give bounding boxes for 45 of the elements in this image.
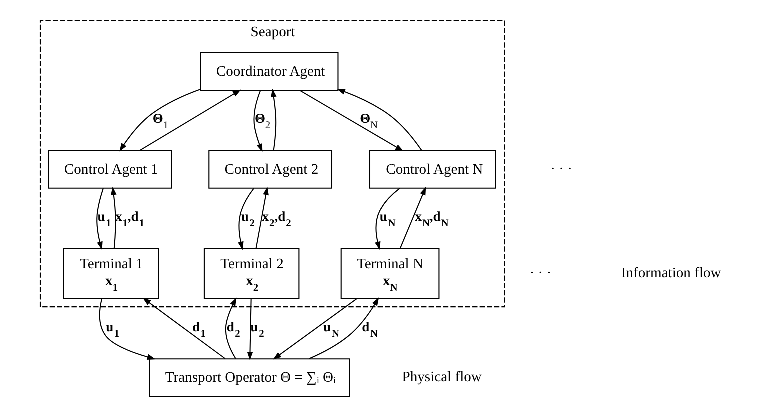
label: Information flow [620,266,721,282]
node-box: Terminal 1 x$_{1}$ [62,248,159,300]
label: Physical flow [402,370,482,386]
arrow [119,88,200,152]
arrow [255,186,268,249]
arrow [399,186,426,249]
node-box: Control Agent 1 [48,150,172,189]
arrow [238,188,254,250]
edge-label: u$_{1}$ [106,319,120,340]
edge-label: x$_{1}$,d$_{1}$ [114,209,144,230]
arrow [110,186,116,249]
arrow [224,298,236,360]
edge-label: d$_{1}$ [192,319,206,340]
node-box: Coordinator Agent [200,52,338,92]
arrow [336,89,422,151]
arrow [272,298,357,360]
arrow [253,90,262,152]
edge-label: Θ$_{1}$ [152,111,168,132]
arrow [96,188,104,250]
node-box: Terminal N x$_{N}$ [340,248,440,300]
node-box: Control Agent 2 [208,150,332,189]
edge-label: Θ$_{N}$ [360,111,378,132]
arrow [98,298,156,360]
edge-label: u$_{N}$ [323,319,340,340]
edge-label: x$_{2}$,d$_{2}$ [262,209,291,230]
node-box: Terminal 2 x$_{2}$ [203,248,300,300]
arrow [270,88,276,151]
edge-label: d$_{N}$ [362,319,378,340]
arrow [139,90,241,152]
arrow [308,298,379,360]
edge-label: x$_{N}$,d$_{N}$ [414,209,448,230]
label: · · · [550,161,572,178]
arrow [142,298,226,360]
edge-label: d$_{2}$ [226,319,240,340]
node-box: Transport Operator Θ = ∑ᵢ Θᵢ [148,358,350,398]
edge-label: u$_{N}$ [379,209,396,230]
label: · · · [529,266,552,282]
arrow [246,298,253,360]
edge-label: u$_{2}$ [250,319,264,340]
edge-label: u$_{1}$ [97,209,111,230]
arrow [374,188,400,250]
node-box: Control Agent N [368,150,496,189]
edge-label: u$_{2}$ [240,209,254,230]
arrow [299,90,404,152]
edge-label: Θ$_{2}$ [254,111,270,132]
